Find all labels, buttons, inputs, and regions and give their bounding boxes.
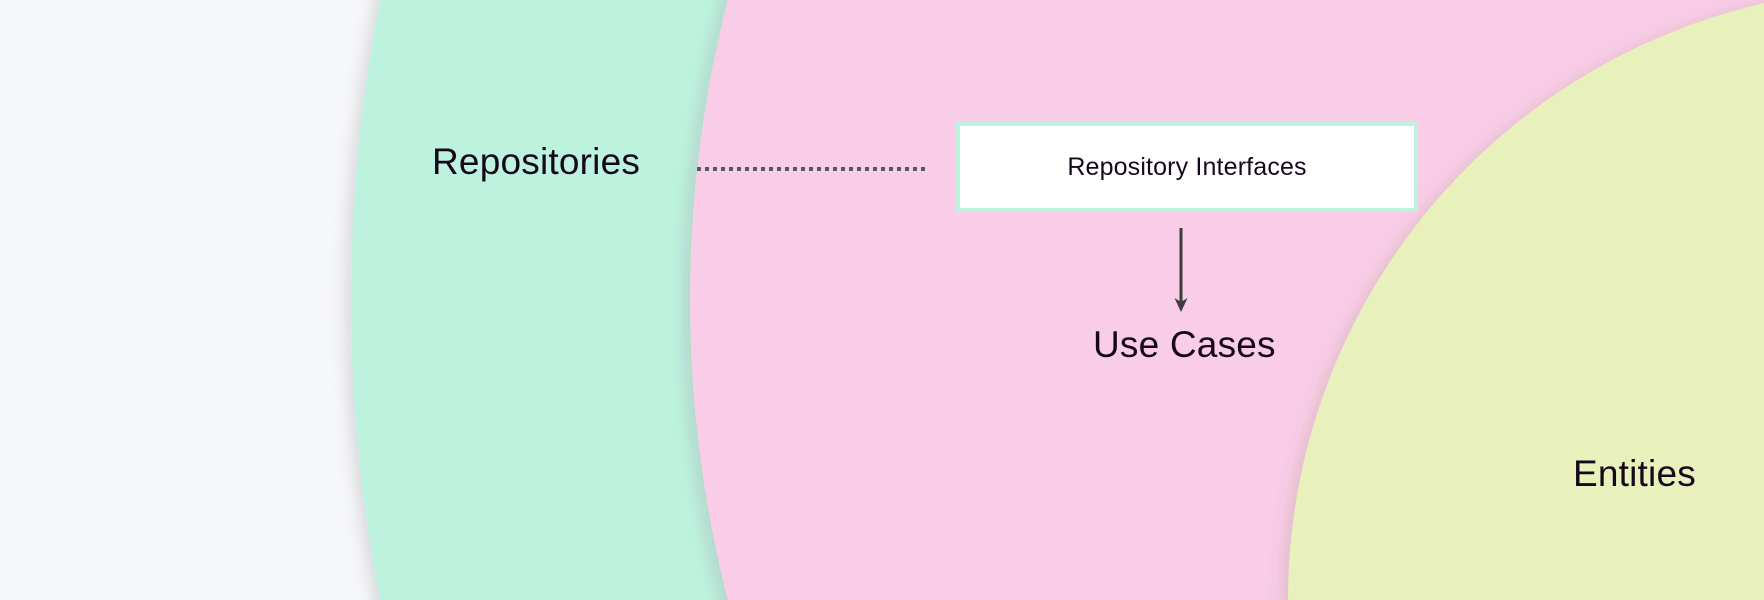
- arrow-interfaces-to-usecases: [1174, 228, 1188, 312]
- layer-label-use-cases: Use Cases: [1093, 324, 1276, 365]
- node-repository-interfaces[interactable]: Repository Interfaces: [956, 122, 1418, 212]
- layer-label-repositories: Repositories: [432, 141, 641, 182]
- layer-circle-entities: [1288, 3, 1764, 600]
- node-repository-interfaces-label: Repository Interfaces: [1067, 152, 1307, 181]
- layer-label-entities: Entities: [1573, 453, 1696, 494]
- dotted-connector-repositories-to-interfaces: [697, 167, 929, 171]
